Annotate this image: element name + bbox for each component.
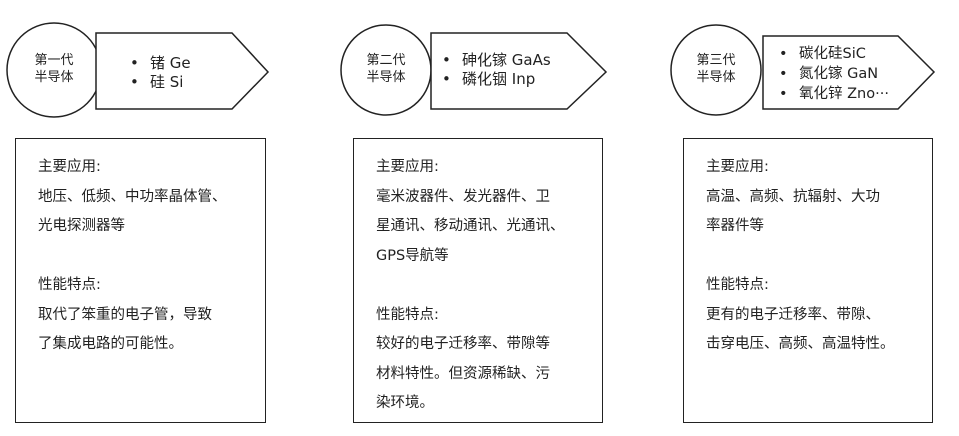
gen1-info-card: 主要应用: 地压、低频、中功率晶体管、 光电探测器等 性能特点: 取代了笨重的电… xyxy=(15,138,266,423)
list-item: 锗 Ge xyxy=(128,54,191,73)
spacer xyxy=(376,271,594,301)
gen3-apps-line: 高温、高频、抗辐射、大功 xyxy=(706,188,880,205)
gen3-label-line1: 第三代 xyxy=(696,53,736,68)
gen3-materials-list: 碳化硅SiC 氮化镓 GaN 氧化锌 Zno··· xyxy=(777,44,889,104)
list-item: 碳化硅SiC xyxy=(777,44,889,64)
gen1-perf-line: 取代了笨重的电子管，导致 xyxy=(38,306,212,323)
gen2-apps-line: 星通讯、移动通讯、光通讯、 xyxy=(376,218,565,234)
gen2-label-line1: 第二代 xyxy=(366,53,406,68)
gen1-apps-heading: 主要应用: xyxy=(38,159,101,175)
gen3-label-line2: 半导体 xyxy=(696,70,736,85)
gen2-apps-line: 毫米波器件、发光器件、卫 xyxy=(376,188,550,205)
gen3-perf-line: 更有的电子迁移率、带隙、 xyxy=(706,306,880,323)
gen3-info-card: 主要应用: 高温、高频、抗辐射、大功 率器件等 性能特点: 更有的电子迁移率、带… xyxy=(683,138,933,423)
gen2-info-card: 主要应用: 毫米波器件、发光器件、卫 星通讯、移动通讯、光通讯、 GPS导航等 … xyxy=(353,138,603,423)
gen3-perf-line: 击穿电压、高频、高温特性。 xyxy=(706,336,895,352)
list-item: 氮化镓 GaN xyxy=(777,64,889,84)
gen1-perf-heading: 性能特点: xyxy=(38,277,101,293)
gen3-circle xyxy=(670,24,762,116)
gen1-perf-line: 了集成电路的可能性。 xyxy=(38,336,183,352)
gen1-label: 第一代 半导体 xyxy=(14,52,94,86)
gen3-apps-heading: 主要应用: xyxy=(706,159,769,175)
gen2-perf-line: 较好的电子迁移率、带隙等 xyxy=(376,336,550,352)
gen1-materials-list: 锗 Ge 硅 Si xyxy=(128,54,191,92)
spacer xyxy=(706,242,924,272)
gen2-materials-list: 砷化镓 GaAs 磷化铟 Inp xyxy=(440,51,551,89)
gen3-apps-line: 率器件等 xyxy=(706,218,764,234)
gen1-label-line2: 半导体 xyxy=(34,70,74,85)
list-item: 砷化镓 GaAs xyxy=(440,51,551,70)
list-item: 氧化锌 Zno··· xyxy=(777,84,889,104)
gen2-apps-heading: 主要应用: xyxy=(376,159,439,175)
gen2-perf-line: 材料特性。但资源稀缺、污 xyxy=(376,365,550,382)
list-item: 硅 Si xyxy=(128,73,191,92)
gen2-perf-line: 染环境。 xyxy=(376,395,434,411)
gen1-apps-line: 地压、低频、中功率晶体管、 xyxy=(38,188,227,205)
gen2-apps-line: GPS导航等 xyxy=(376,247,449,264)
gen2-label: 第二代 半导体 xyxy=(346,52,426,86)
gen1-label-line1: 第一代 xyxy=(34,53,74,68)
gen2-perf-heading: 性能特点: xyxy=(376,306,439,323)
gen3-perf-heading: 性能特点: xyxy=(706,277,769,293)
list-item: 磷化铟 Inp xyxy=(440,70,551,89)
gen2-label-line2: 半导体 xyxy=(366,70,406,85)
spacer xyxy=(38,242,257,272)
gen1-apps-line: 光电探测器等 xyxy=(38,218,125,234)
gen3-label: 第三代 半导体 xyxy=(676,52,756,86)
